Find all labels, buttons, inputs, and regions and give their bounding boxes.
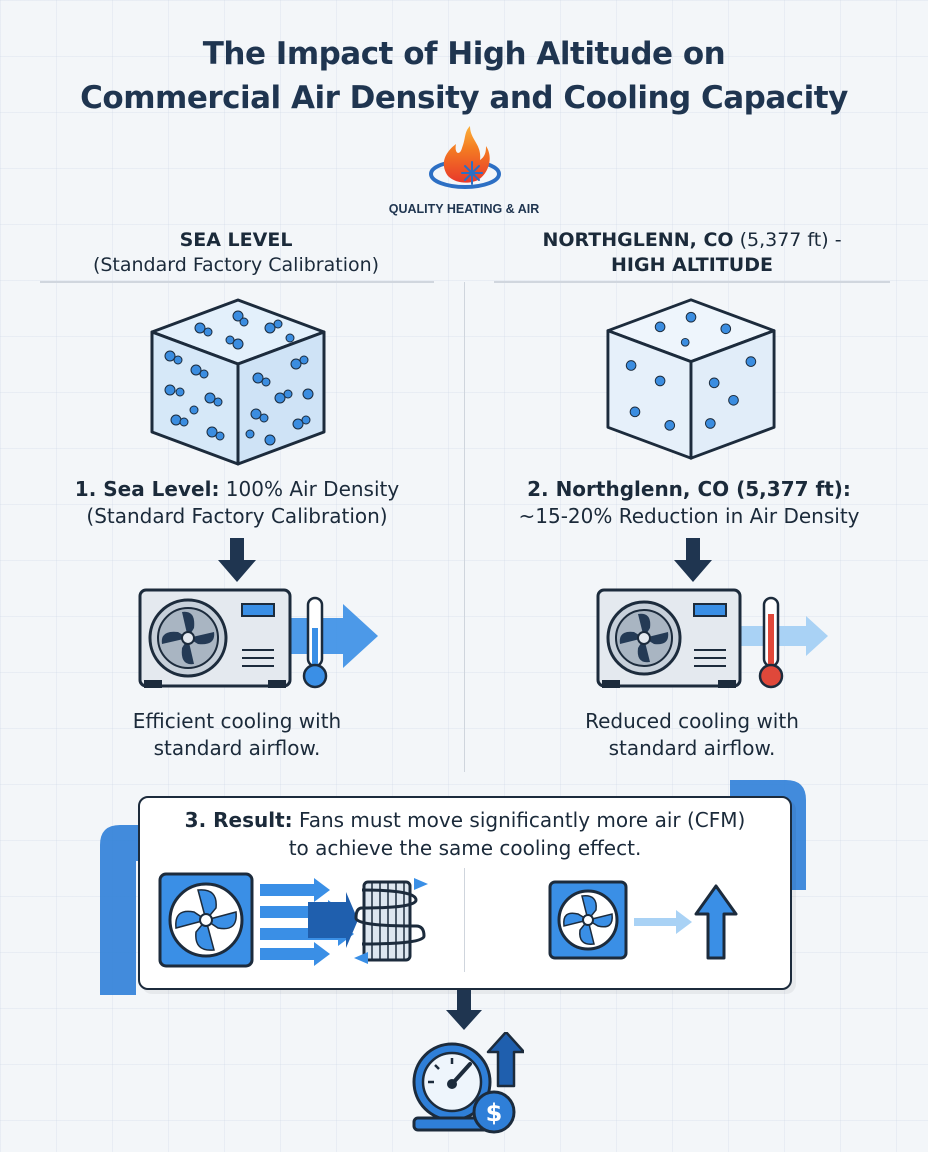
altitude-caption-line2: ~15-20% Reduction in Air Density xyxy=(518,504,860,528)
altitude-caption: 2. Northglenn, CO (5,377 ft): ~15-20% Re… xyxy=(480,476,898,530)
sea-level-caption: 1. Sea Level: 100% Air Density (Standard… xyxy=(40,476,434,530)
down-arrow-icon xyxy=(218,538,256,582)
right-heading: NORTHGLENN, CO (5,377 ft) - HIGH ALTITUD… xyxy=(492,228,892,278)
efficient-cooling-caption: Efficient cooling with standard airflow. xyxy=(40,708,434,762)
efficient-line1: Efficient cooling with xyxy=(132,709,342,733)
sea-level-caption-line2: (Standard Factory Calibration) xyxy=(86,504,388,528)
result-text: 3. Result: Fans must move significantly … xyxy=(138,806,792,862)
sea-level-caption-bold: 1. Sea Level: xyxy=(74,477,220,501)
right-divider xyxy=(494,281,890,283)
left-heading-title: SEA LEVEL xyxy=(179,229,293,251)
result-line2: to achieve the same cooling effect. xyxy=(288,836,642,860)
efficient-line2: standard airflow. xyxy=(153,736,321,760)
sparse-air-cube-icon xyxy=(606,298,776,460)
brand-name: QUALITY HEATING & AIR xyxy=(388,202,540,216)
right-heading-line2: HIGH ALTITUDE xyxy=(611,254,773,276)
ac-unit-efficient-icon xyxy=(138,588,378,689)
down-arrow-icon xyxy=(674,538,712,582)
energy-cost-gauge-icon: $ xyxy=(412,1032,524,1134)
left-heading: SEA LEVEL (Standard Factory Calibration) xyxy=(40,228,432,278)
dense-air-cube-icon xyxy=(150,298,326,466)
left-heading-sub: (Standard Factory Calibration) xyxy=(92,254,380,276)
left-divider xyxy=(40,281,434,283)
ac-unit-reduced-icon xyxy=(596,588,828,689)
result-box-accent xyxy=(100,825,160,995)
right-heading-altitude: (5,377 ft) - xyxy=(733,229,842,251)
result-label-rest: Fans must move significantly more air (C… xyxy=(292,808,746,832)
low-cfm-airflow-icon xyxy=(548,880,738,960)
result-label: 3. Result: xyxy=(184,808,293,832)
reduced-cooling-caption: Reduced cooling with standard airflow. xyxy=(494,708,890,762)
altitude-caption-bold: 2. Northglenn, CO (5,377 ft): xyxy=(527,477,851,501)
right-heading-title: NORTHGLENN, CO xyxy=(542,229,734,251)
flame-snowflake-logo-icon xyxy=(429,126,501,189)
column-divider xyxy=(464,282,465,772)
sea-level-caption-rest: 100% Air Density xyxy=(219,477,400,501)
title-line-2: Commercial Air Density and Cooling Capac… xyxy=(80,80,848,116)
high-cfm-airflow-icon xyxy=(158,872,428,968)
result-divider xyxy=(464,868,465,972)
dollar-sign-icon: $ xyxy=(486,1099,503,1127)
page-title: The Impact of High Altitude on Commercia… xyxy=(0,32,928,120)
title-line-1: The Impact of High Altitude on xyxy=(202,36,726,72)
reduced-line1: Reduced cooling with xyxy=(585,709,799,733)
down-arrow-icon xyxy=(446,990,482,1030)
reduced-line2: standard airflow. xyxy=(608,736,776,760)
